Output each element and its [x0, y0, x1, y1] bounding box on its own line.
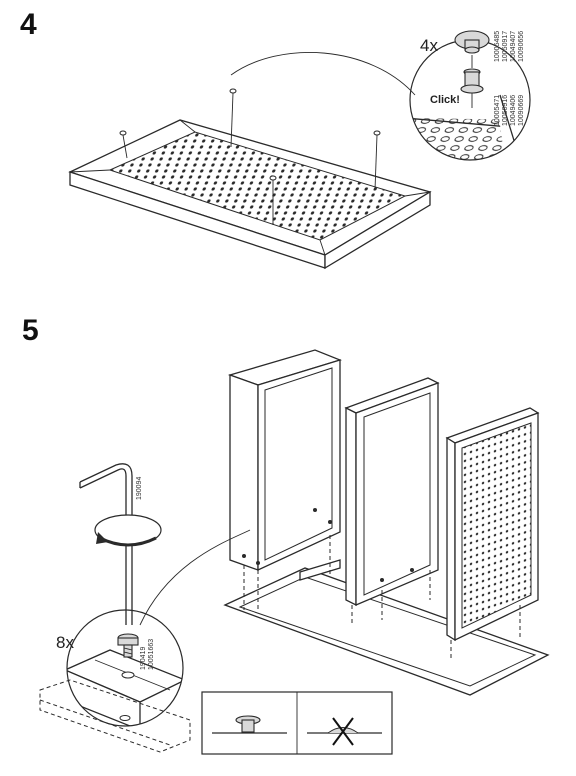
pin-cap-icon	[454, 30, 490, 54]
rotation-arrow-icon	[94, 514, 162, 547]
side-panel-left	[227, 349, 342, 610]
step-4-quantity: 4x	[420, 36, 438, 55]
click-label: Click!	[430, 94, 460, 106]
base-frame	[223, 559, 550, 696]
wrong-fit-icon	[307, 717, 382, 746]
step-4-number: 4	[20, 8, 37, 41]
pin-sleeve-icon	[460, 55, 484, 108]
hex-key-code: 190094	[136, 476, 143, 500]
hex-key-icon	[79, 463, 133, 625]
zoom-circle-step-5	[39, 609, 191, 753]
pin-icon	[119, 88, 381, 225]
step-5-number: 5	[22, 314, 39, 347]
pegboard-panel	[445, 407, 540, 660]
correct-fit-icon	[212, 715, 287, 734]
callout-curve	[230, 52, 416, 96]
side-panel-middle	[344, 377, 440, 625]
callout-curve-5	[139, 529, 251, 626]
fit-comparison-box	[201, 691, 393, 755]
bolt-icon	[117, 633, 139, 658]
pegboard-tray	[68, 119, 432, 270]
step-5-quantity: 8x	[56, 633, 74, 652]
